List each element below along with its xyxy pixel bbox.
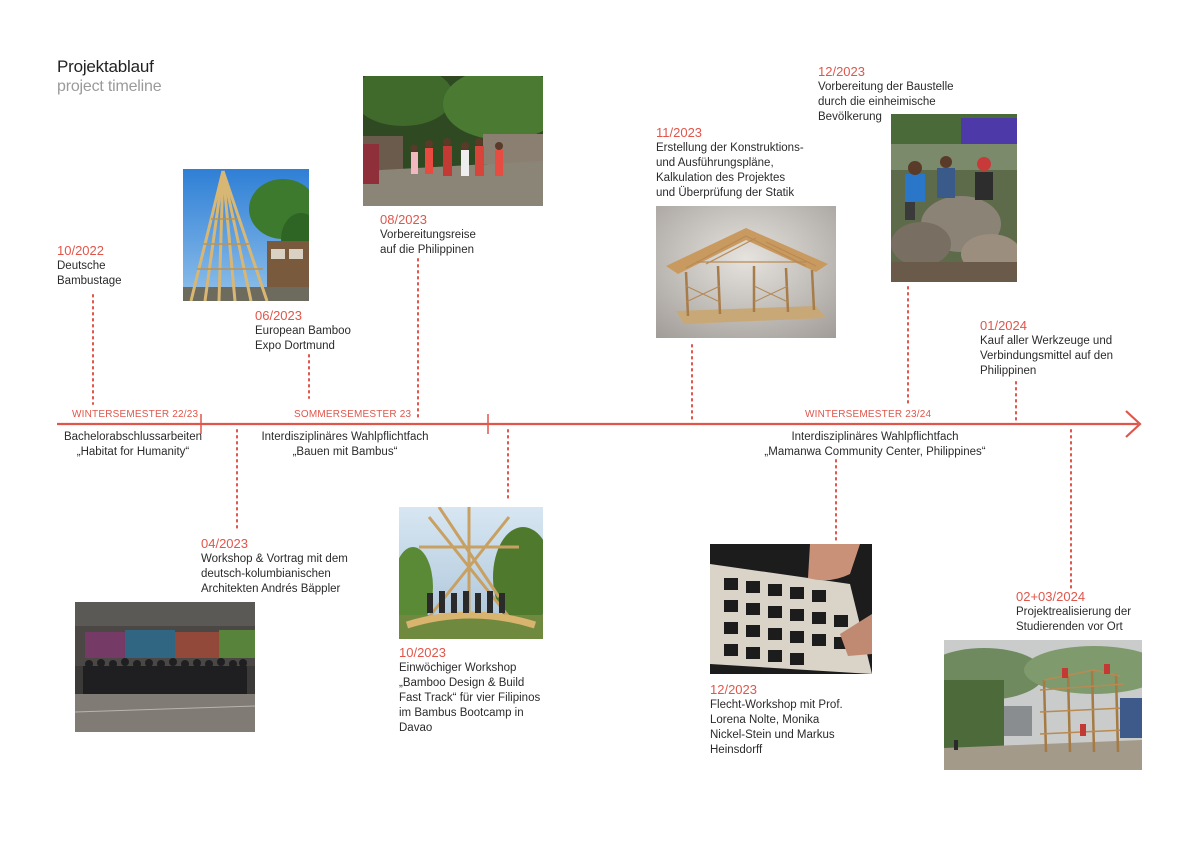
event-10-2022: 10/2022 Deutsche Bambustage [57, 243, 122, 289]
event-description: Flecht-Workshop mit Prof. Lorena Nolte, … [710, 699, 843, 756]
semester-label: WINTERSEMESTER 22/23 [72, 409, 199, 420]
page-title: Projektablauf [57, 57, 154, 76]
event-description: Projektrealisierung der Studierenden vor… [1016, 606, 1132, 633]
event-date: 02+03/2024 [1016, 589, 1086, 604]
semester-label: WINTERSEMESTER 23/24 [805, 409, 932, 420]
event-description: European Bamboo Expo Dortmund [255, 325, 351, 352]
event-04-2023: 04/2023 Workshop & Vortrag mit dem deuts… [201, 536, 348, 597]
event-date: 10/2022 [57, 243, 104, 258]
event-description: Deutsche Bambustage [57, 260, 122, 287]
site-workers-photo [891, 114, 1017, 282]
event-date: 12/2023 [818, 64, 865, 79]
event-06-2023: 06/2023 European Bamboo Expo Dortmund [255, 308, 351, 354]
event-description: Workshop & Vortrag mit dem deutsch-kolum… [201, 553, 348, 595]
event-date: 01/2024 [980, 318, 1027, 333]
course-label: Bachelorabschlussarbeiten „Habitat for H… [63, 431, 203, 458]
street-walk-photo [363, 76, 543, 206]
weaving-photo [710, 544, 872, 674]
event-date: 06/2023 [255, 308, 302, 323]
event-12-2023-workshop: 12/2023 Flecht-Workshop mit Prof. Lorena… [710, 682, 843, 758]
construction-photo [944, 640, 1142, 770]
bamboo-tower-photo [183, 169, 309, 301]
event-description: Vorbereitungsreise auf die Philippinen [380, 229, 476, 256]
event-date: 04/2023 [201, 536, 248, 551]
event-01-2024: 01/2024 Kauf aller Werkzeuge und Verbind… [980, 318, 1113, 379]
page-subtitle: project timeline [57, 78, 162, 95]
event-10-2023: 10/2023 Einwöchiger Workshop „Bamboo Des… [399, 645, 540, 736]
event-08-2023: 08/2023 Vorbereitungsreise auf die Phili… [380, 212, 476, 258]
event-description: Vorbereitung der Baustelle durch die ein… [818, 81, 954, 123]
event-date: 08/2023 [380, 212, 427, 227]
group-photo [75, 602, 255, 732]
event-date: 10/2023 [399, 645, 446, 660]
course-label: Interdisziplinäres Wahlpflichtfach „Baue… [261, 431, 429, 458]
event-date: 12/2023 [710, 682, 757, 697]
event-02-03-2024: 02+03/2024 Projektrealisierung der Studi… [1016, 589, 1131, 635]
event-description: Kauf aller Werkzeuge und Verbindungsmitt… [980, 335, 1113, 377]
event-date: 11/2023 [656, 125, 703, 140]
event-12-2023-site: 12/2023 Vorbereitung der Baustelle durch… [818, 64, 954, 125]
timeline-arrow-icon [1125, 410, 1142, 438]
roof-model-photo [656, 206, 836, 338]
semester-label: SOMMERSEMESTER 23 [294, 409, 412, 420]
event-11-2023: 11/2023 Erstellung der Konstruktions- un… [656, 125, 804, 201]
bootcamp-photo [399, 507, 543, 639]
course-label: Interdisziplinäres Wahlpflichtfach „Mama… [764, 431, 986, 458]
event-description: Erstellung der Konstruktions- und Ausfüh… [656, 142, 804, 199]
event-description: Einwöchiger Workshop „Bamboo Design & Bu… [399, 662, 541, 734]
